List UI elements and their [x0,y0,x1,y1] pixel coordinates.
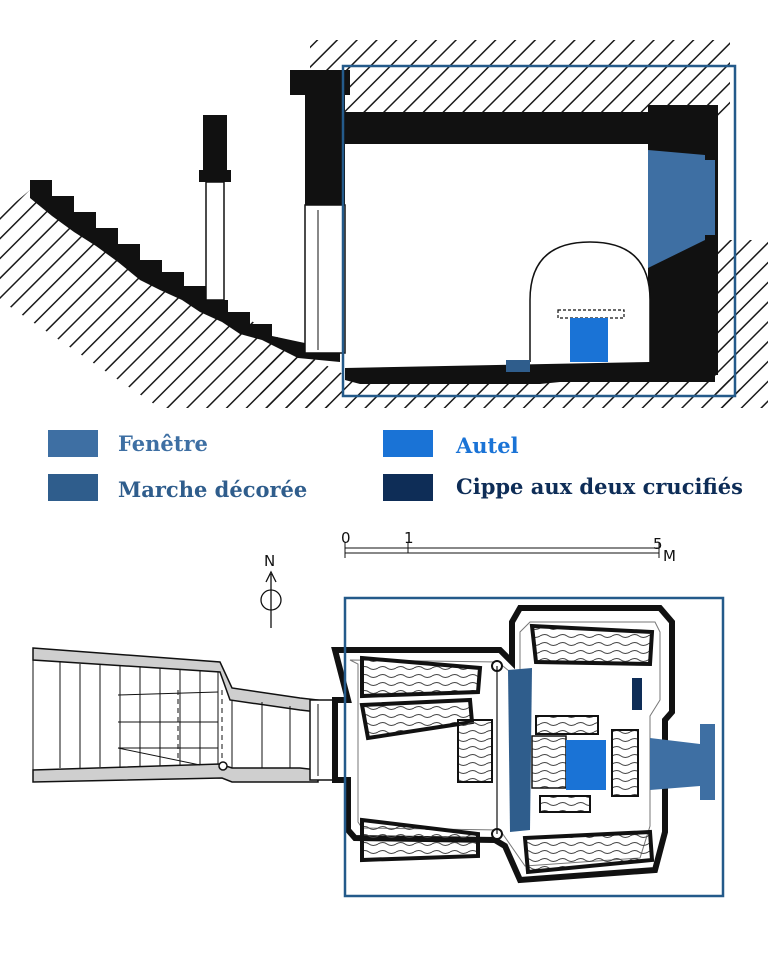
window-plan-sill [700,724,715,800]
legend-item-step: Marche décorée [48,474,307,502]
legend-swatch-window [48,430,98,457]
earth-slope [0,190,330,408]
bench-center-top [535,715,599,735]
north-label: N [264,552,275,570]
pillar-shaft [205,181,225,301]
decorated-step-section [506,360,530,372]
floor [345,362,715,384]
legend-item-altar: Autel [383,430,519,458]
decorated-step-plan [508,668,532,832]
cippus-plan [632,678,642,710]
corridor-wall-bottom [32,763,319,783]
door-jamb [304,204,346,354]
legend-label-altar: Autel [455,433,519,458]
legend-swatch-cippus [383,474,433,501]
window-plan [650,738,700,790]
plan-frame [343,596,725,898]
legend-label-step: Marche décorée [118,477,307,502]
scale-label-0: 0 [341,529,351,547]
pillar-band [199,170,231,182]
legend-label-cippus: Cippe aux deux crucifiés [456,474,743,499]
bench-center-bottom [539,795,591,813]
altar-plan [566,740,606,790]
corridor-post [218,761,228,771]
north-arrow-head [265,570,277,583]
legend-swatch-altar [383,430,433,457]
plan-view [32,596,725,898]
bench-center-block [531,735,567,789]
window-section [648,150,705,268]
north-arrow-circle [260,589,282,611]
staircase [30,180,340,362]
corridor-wall-top [32,647,319,713]
north-arrow: N [260,552,282,628]
bench-center-left [457,719,493,783]
bench-nw [360,655,483,699]
scale-unit: M [663,547,676,565]
section-view [0,40,768,408]
scale-label-5: 5 [653,535,663,553]
legend-label-window: Fenêtre [118,431,208,456]
window-sill [705,160,715,235]
bench-sw [360,817,480,863]
bench-se [522,829,655,875]
scale-bar-body [344,547,660,554]
altar-section [570,318,608,362]
bench-ne [529,623,655,667]
door-wall [305,90,345,205]
section-frame [341,64,737,398]
scale-label-1: 1 [404,529,414,547]
legend-swatch-step [48,474,98,501]
legend-item-window: Fenêtre [48,430,208,457]
corridor-steps [32,660,291,770]
bench-center-right [611,729,639,797]
arch [529,241,651,362]
scale-bar: 0 1 5 M [341,529,676,565]
legend-item-cippus: Cippe aux deux crucifiés [383,474,743,501]
legend: Fenêtre Marche décorée Autel Cippe aux d… [48,430,743,502]
pillar-cap [203,115,227,170]
